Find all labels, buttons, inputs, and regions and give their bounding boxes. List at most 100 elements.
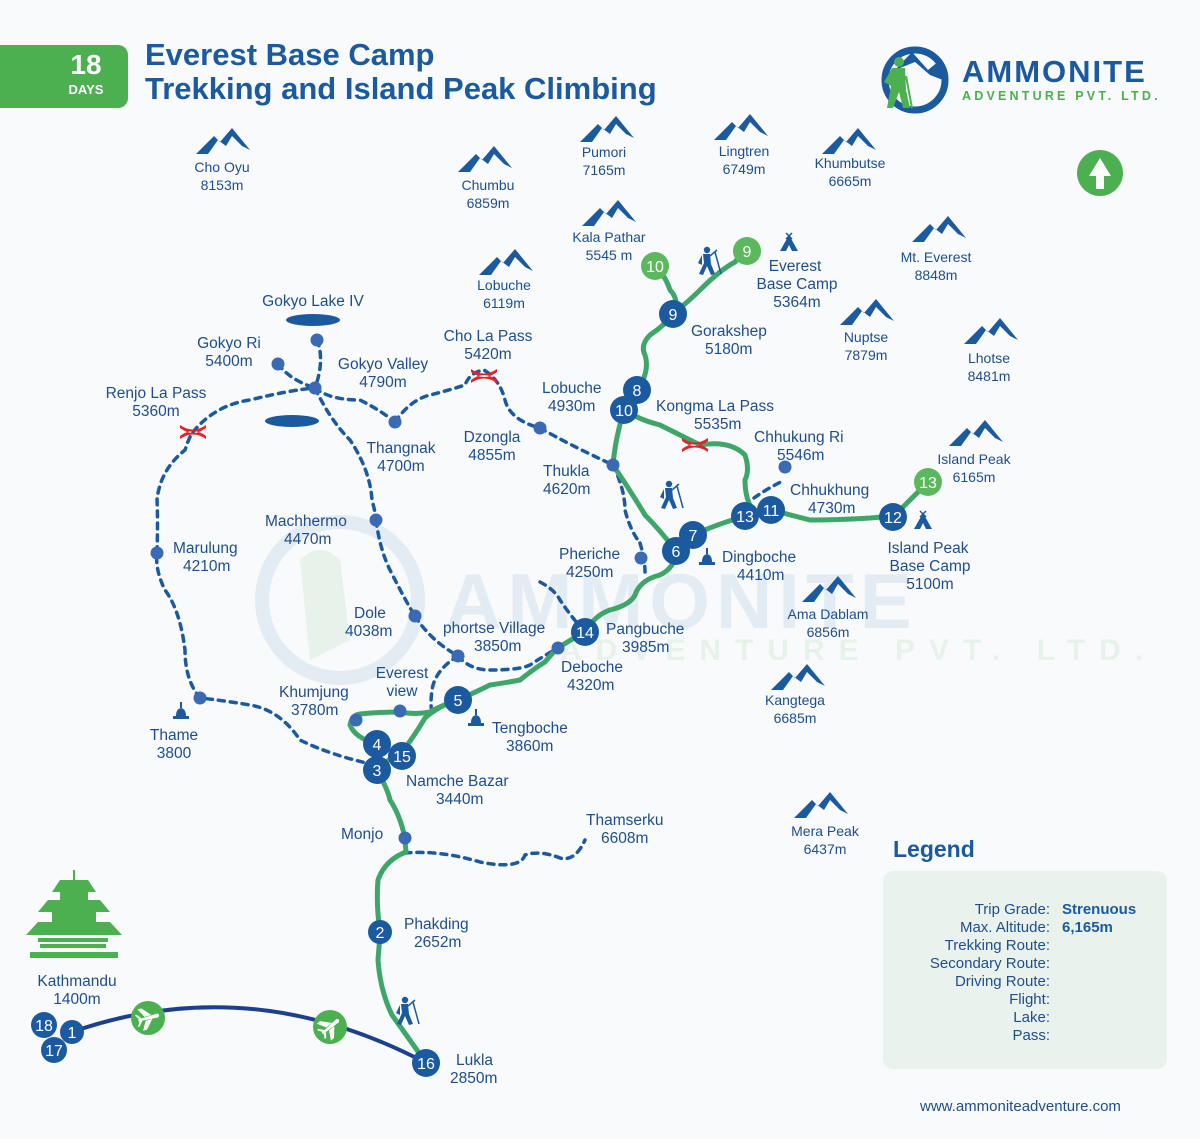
waypoint-dot — [308, 381, 322, 395]
svg-text:12: 12 — [884, 510, 902, 527]
mountain-icon — [582, 200, 636, 226]
tent-icon — [913, 510, 933, 530]
place-name: Thamserku — [586, 812, 664, 829]
legend-max-altitude-value: 6,165m — [1062, 919, 1113, 936]
peak-altitude: 8848m — [915, 267, 958, 283]
legend-flight-label: Flight: — [1009, 991, 1050, 1008]
svg-text:4: 4 — [373, 737, 382, 754]
mountain-icon — [822, 128, 876, 154]
place-name: Pangbuche — [606, 621, 684, 638]
place-name: Dzongla — [464, 429, 521, 446]
place-name: view — [386, 683, 418, 700]
days-badge: 18 DAYS — [0, 45, 128, 108]
hiker-mountain-logo-icon — [881, 46, 949, 114]
waypoint-dot — [778, 460, 792, 474]
day-marker: 13 — [731, 502, 759, 530]
place-altitude: 5420m — [464, 346, 511, 363]
place-name: Dingboche — [722, 549, 796, 566]
watermark: AMMONITE ADVENTURE PVT. LTD. — [255, 515, 1157, 685]
place-altitude: 5364m — [773, 294, 820, 311]
peak-name: Cho Oyu — [194, 159, 249, 175]
place-altitude: 3850m — [474, 638, 521, 655]
place-altitude: 4410m — [737, 567, 784, 584]
waypoint-dot — [408, 609, 422, 623]
day-marker: 3 — [363, 756, 391, 784]
day-marker: 9 — [659, 300, 687, 328]
peak-altitude: 7879m — [845, 347, 888, 363]
place-name: Gokyo Valley — [338, 356, 428, 373]
legend-driving-route-label: Driving Route: — [954, 973, 1050, 990]
place-altitude: 4250m — [566, 564, 613, 581]
website-link[interactable]: www.ammoniteadventure.com — [920, 1098, 1121, 1115]
day-marker: 6 — [662, 537, 690, 565]
day-marker-summit: 13 — [914, 468, 942, 496]
day-marker: 12 — [879, 503, 907, 531]
climber-icon — [659, 480, 684, 510]
place-name: Pheriche — [559, 546, 620, 563]
svg-text:10: 10 — [646, 259, 664, 276]
place-altitude: 6608m — [601, 830, 648, 847]
flight-marker — [313, 1010, 347, 1044]
peak-altitude: 6685m — [774, 710, 817, 726]
place-altitude: 4620m — [543, 481, 590, 498]
place-name: Monjo — [341, 826, 383, 843]
place-name: Base Camp — [890, 558, 971, 575]
place-altitude: 3780m — [291, 702, 338, 719]
waypoint-dot — [310, 333, 324, 347]
svg-text:8: 8 — [633, 383, 642, 400]
logo-brand: AMMONITE — [962, 54, 1147, 89]
peak-altitude: 6665m — [829, 173, 872, 189]
place-name: Cho La Pass — [444, 328, 533, 345]
waypoint-dot — [349, 713, 363, 727]
days-label: DAYS — [68, 82, 104, 97]
peak-name: Mera Peak — [791, 823, 860, 839]
place-altitude: 5180m — [705, 341, 752, 358]
place-name: Island Peak — [888, 540, 969, 557]
mountain-icon — [794, 792, 848, 818]
legend-lake-label: Lake: — [1013, 1009, 1050, 1026]
peak-name: Island Peak — [937, 451, 1011, 467]
svg-text:17: 17 — [45, 1043, 63, 1060]
place-altitude: 5546m — [777, 447, 824, 464]
day-marker: 8 — [623, 376, 651, 404]
waypoint-dot — [271, 357, 285, 371]
trekking-route — [347, 248, 931, 1066]
legend-box: Trip Grade: Strenuous Max. Altitude: 6,1… — [883, 871, 1167, 1069]
flight-route — [71, 1005, 427, 1065]
svg-text:5: 5 — [454, 693, 463, 710]
title-line-1: Everest Base Camp — [145, 37, 435, 72]
place-name: Chhukung Ri — [754, 429, 844, 446]
place-name: Gokyo Ri — [197, 335, 261, 352]
place-name: Deboche — [561, 659, 623, 676]
peak-altitude: 6119m — [483, 295, 525, 311]
mountain-icon — [964, 318, 1018, 344]
legend-max-altitude-label: Max. Altitude: — [959, 919, 1050, 936]
place-altitude: 5535m — [694, 416, 741, 433]
svg-text:9: 9 — [743, 244, 752, 261]
svg-text:16: 16 — [417, 1056, 435, 1073]
place-altitude: 5100m — [906, 576, 953, 593]
peak-altitude: 6749m — [723, 161, 766, 177]
waypoint-dot — [150, 546, 164, 560]
svg-text:18: 18 — [35, 1018, 53, 1035]
day-marker: 18 — [31, 1012, 57, 1038]
watermark-sub: ADVENTURE PVT. LTD. — [560, 634, 1157, 667]
day-marker: 11 — [757, 496, 785, 524]
peak-name: Lingtren — [719, 143, 770, 159]
day-marker: 15 — [388, 742, 416, 770]
place-name: Thangnak — [367, 440, 436, 457]
place-altitude: 4700m — [377, 458, 424, 475]
peak-name: Kala Pathar — [572, 229, 645, 245]
place-name: Chhukhung — [790, 482, 869, 499]
legend-trip-grade-label: Trip Grade: — [974, 901, 1050, 918]
place-altitude: 4320m — [567, 677, 614, 694]
days-number: 18 — [70, 49, 102, 80]
title-line-2: Trekking and Island Peak Climbing — [145, 71, 657, 106]
climber-icon — [395, 996, 420, 1026]
page-title: Everest Base Camp Trekking and Island Pe… — [145, 38, 657, 106]
place-altitude: 4038m — [345, 623, 392, 640]
svg-text:14: 14 — [576, 625, 594, 642]
peak-name: Lobuche — [477, 277, 531, 293]
stupa-icon — [468, 709, 484, 726]
place-name: Gorakshep — [691, 323, 767, 340]
